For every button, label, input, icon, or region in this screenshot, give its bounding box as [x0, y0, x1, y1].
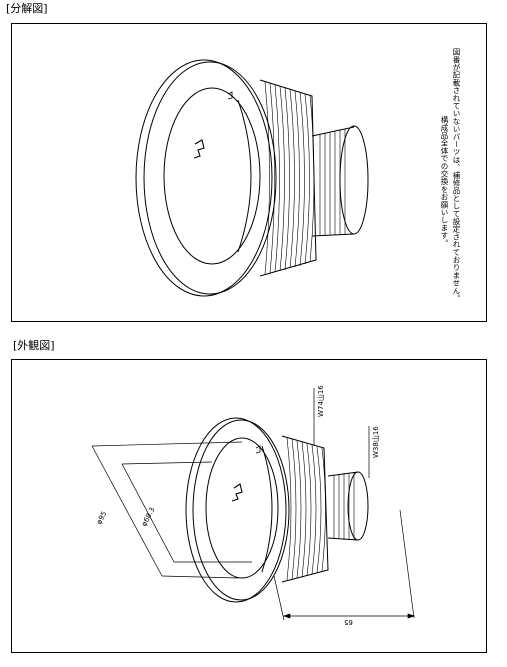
note-line-1: 図番が記載されていないパーツは、補修品として設定されておりません。 [452, 48, 461, 303]
outer-thread-dimension: W74山16 [317, 385, 325, 417]
external-view-panel: W74山16 W38山16 φ95 φ68.3 65 [11, 359, 487, 653]
external-view-label: [外観図] [13, 339, 55, 352]
length-dimension: 65 [344, 618, 353, 626]
external-view-drawing [91, 388, 416, 621]
exploded-view-label: [分解図] [6, 2, 48, 15]
inner-thread-dimension: W38山16 [372, 426, 380, 458]
exploded-view-panel: 図番が記載されていないパーツは、補修品として設定されておりません。 構成品全体で… [11, 23, 487, 322]
note-line-2: 構成品全体での交換をお願いします。 [440, 116, 449, 247]
exploded-view-drawing [135, 59, 369, 297]
